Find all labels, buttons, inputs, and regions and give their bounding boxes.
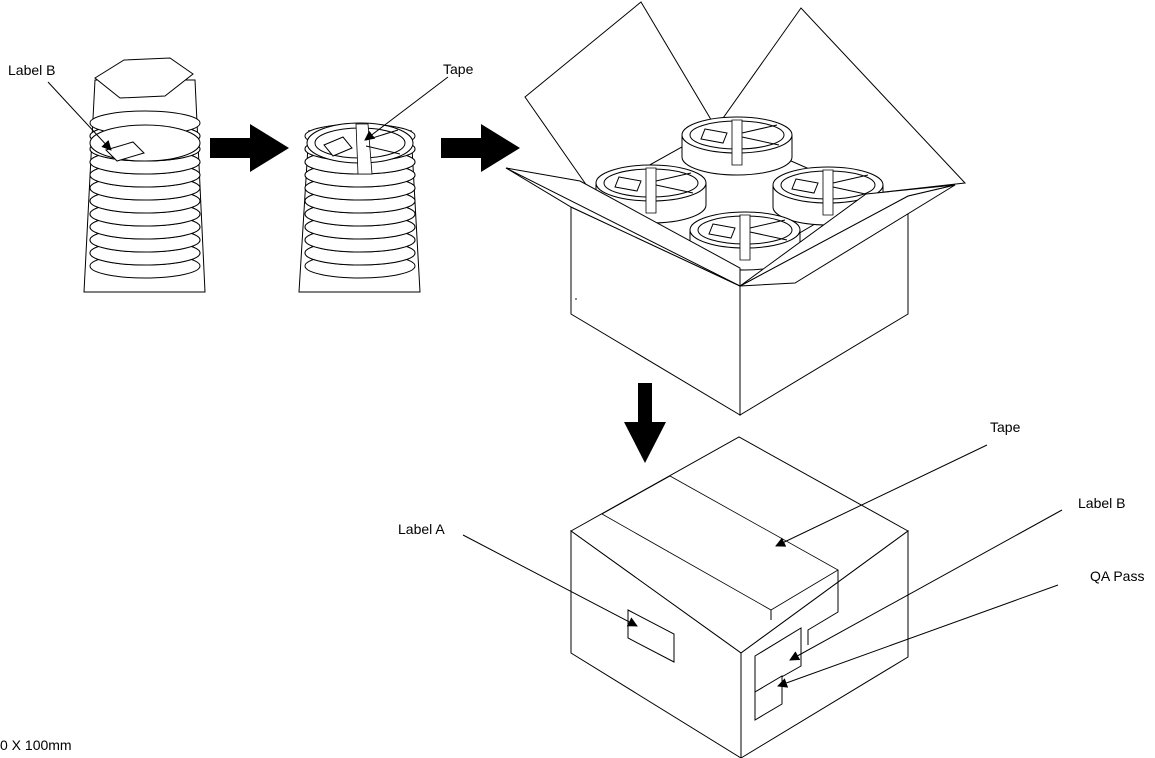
open-carton-with-reels [505, 1, 967, 416]
carton-label-a [627, 609, 675, 663]
stack-label-b-sticker [105, 141, 145, 162]
carton-qa-pass-sticker [754, 675, 783, 721]
box-qa-pass-text: QA Pass [1090, 568, 1144, 584]
stack-tape-text: Tape [443, 61, 474, 77]
sealed-carton [570, 436, 909, 758]
box-label-b-text: Label B [1078, 495, 1125, 511]
process-arrow-down [624, 383, 666, 463]
carton-label-b [754, 627, 802, 693]
box-tape-text: Tape [990, 419, 1021, 435]
bagged-reel-stack [83, 57, 206, 293]
process-arrow-right-1 [210, 124, 289, 172]
process-arrow-right-2 [441, 124, 520, 172]
tape-callout-1: Tape [364, 61, 474, 141]
size-footnote: 0 X 100mm [0, 737, 72, 753]
taped-reel-stack [298, 122, 421, 293]
label-b-callout-1: Label B [8, 62, 112, 151]
tape-callout-2: Tape [775, 419, 1021, 547]
qa-pass-callout: QA Pass [777, 568, 1144, 688]
stack-label-b-text: Label B [8, 62, 55, 78]
label-b-callout-2: Label B [789, 495, 1125, 661]
label-a-callout: Label A [398, 521, 638, 627]
box-label-a-text: Label A [398, 521, 445, 537]
